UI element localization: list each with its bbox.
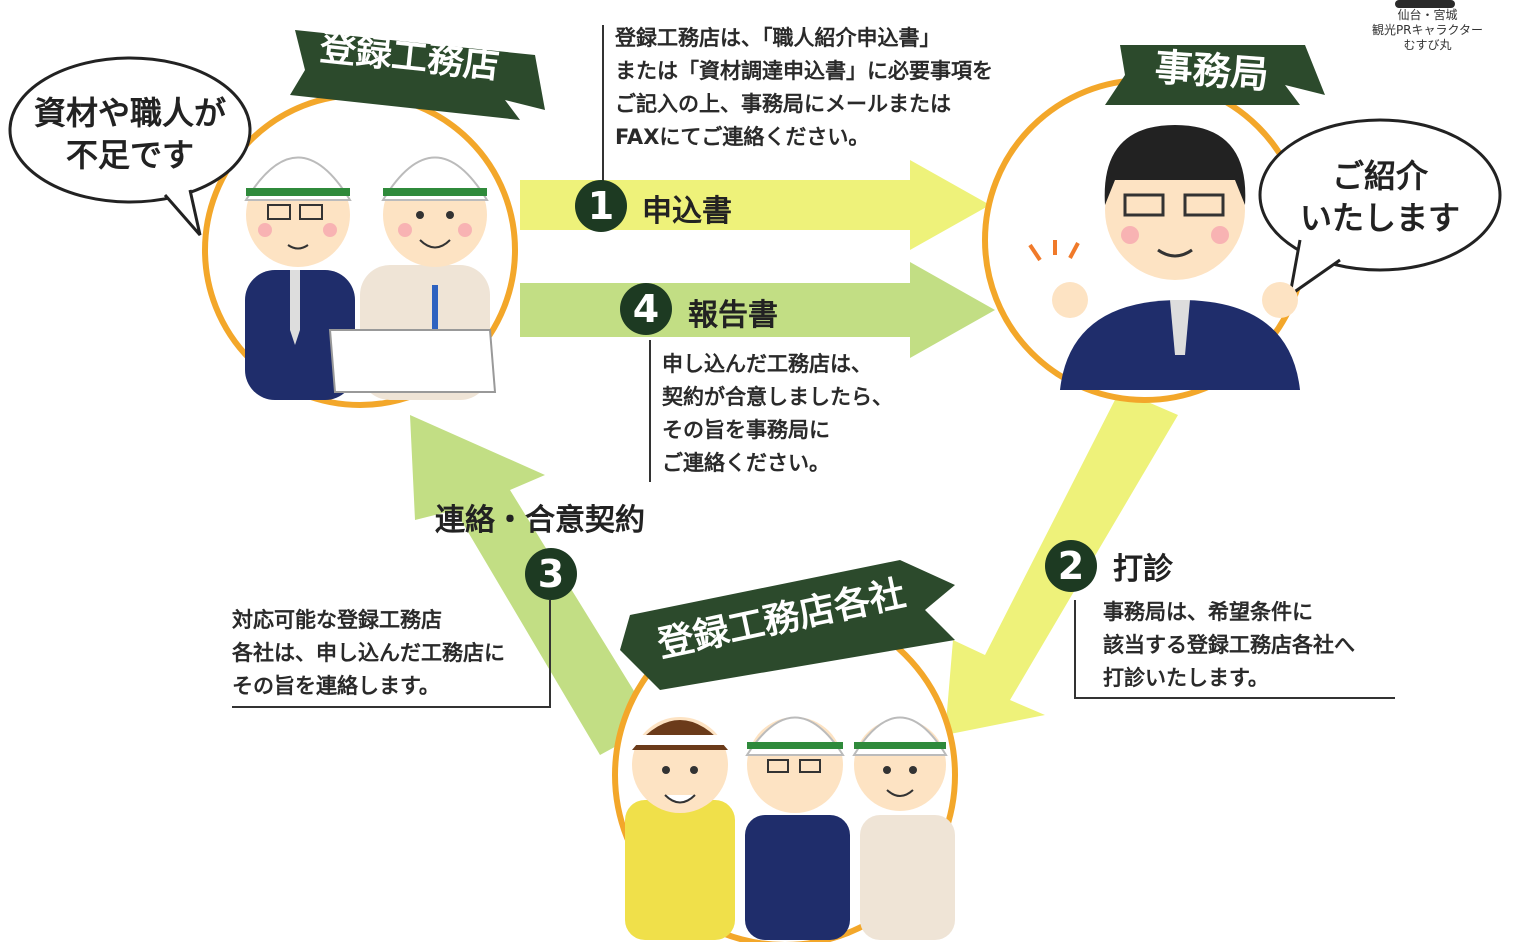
worker-helmet-uniform	[852, 716, 955, 940]
step-badge-4: 4	[620, 283, 672, 335]
character-credit: 仙台・宮城 観光PRキャラクター むすび丸	[1371, 8, 1484, 52]
step-label-1: 申込書	[642, 194, 732, 229]
step-badge-3: 3	[525, 548, 577, 600]
speech-bubble-office	[1258, 118, 1502, 299]
bubble-text-office: ご紹介 いたします	[1299, 157, 1460, 237]
step-description-4: 申し込んだ工務店は、 契約が合意しましたら、 その旨を事務局に ご連絡ください。	[662, 352, 893, 475]
step-badge-1: 1	[575, 180, 627, 232]
step-label-3: 連絡・合意契約	[435, 503, 645, 538]
mascot-icon	[1395, 0, 1455, 8]
bubble-text-builder: 資材や職人が 不足です	[33, 94, 226, 174]
office-staff-person	[1028, 125, 1300, 390]
step-label-4: 報告書	[688, 298, 778, 333]
banner-label-office: 事務局	[1153, 45, 1271, 97]
banner-office	[1105, 45, 1325, 105]
banner-builder	[290, 30, 545, 120]
worker-glasses-helmet	[244, 156, 355, 400]
speech-bubble-builder	[8, 56, 252, 236]
step-label-2: 打診	[1113, 552, 1173, 587]
step-description-1: 登録工務店は、「職人紹介申込書」 または「資材調達申込書」に必要事項を ご記入の…	[615, 26, 993, 149]
arrow-step1	[520, 160, 990, 250]
worker-headband	[625, 717, 735, 940]
step-description-3: 対応可能な登録工務店 各社は、申し込んだ工務店に その旨を連絡します。	[232, 608, 505, 698]
step-badge-2: 2	[1045, 540, 1097, 592]
step-description-2: 事務局は、希望条件に 該当する登録工務店各社へ 打診いたします。	[1103, 600, 1355, 690]
banner-companies	[620, 560, 955, 690]
worker-glasses-suit	[745, 716, 850, 940]
